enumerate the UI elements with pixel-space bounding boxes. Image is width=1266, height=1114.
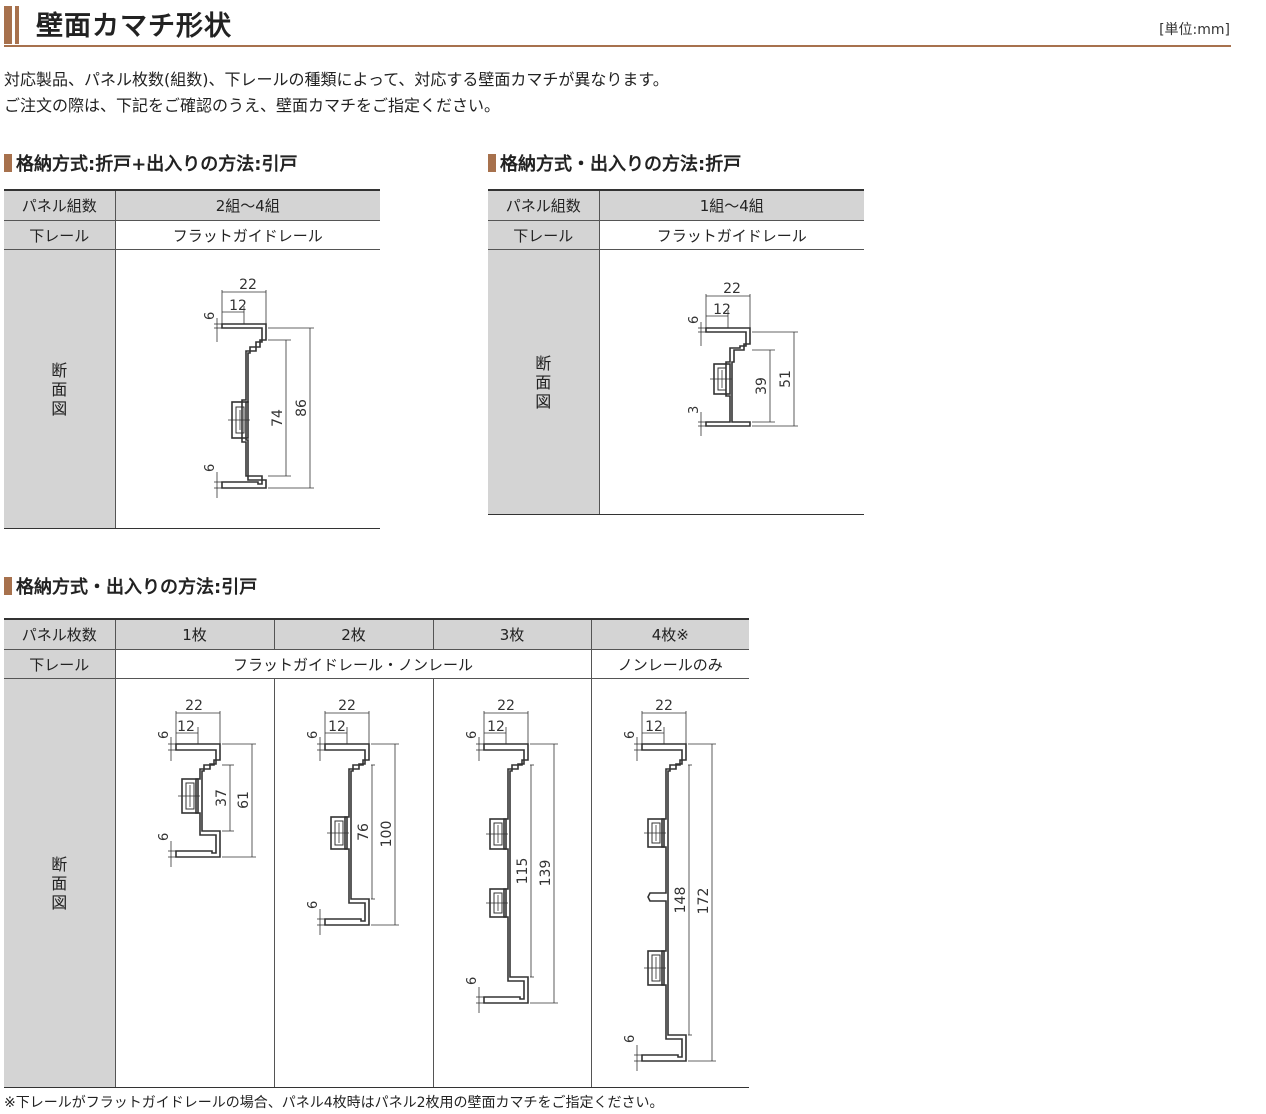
cross-section-label: 断面図 — [51, 854, 68, 912]
intro-line-2: ご注文の際は、下記をご確認のうえ、壁面カマチをご指定ください。 — [4, 96, 501, 115]
section1-table: パネル組数 2組〜4組 下レール フラットガイドレール 断面図 22 — [4, 189, 380, 529]
dim-inner-height: 39 — [754, 377, 770, 395]
section2-title: 格納方式・出入りの方法:折戸 — [488, 150, 741, 176]
dim-thickness-top: 6 — [203, 312, 218, 320]
page-title: 壁面カマチ形状 — [36, 11, 232, 42]
bottom-rail-value-a: フラットガイドレール・ノンレール — [114, 649, 592, 679]
side-label-cell: 断面図 — [4, 678, 116, 1088]
section-marker — [4, 154, 12, 172]
cross-section-figure-2: 22 12 6 6 76 100 — [273, 678, 434, 1088]
dim-inner-height: 115 — [515, 858, 531, 885]
profile-61-svg: 22 12 6 6 37 61 — [157, 698, 256, 867]
dim-width-22: 22 — [655, 698, 673, 714]
section1-title: 格納方式:折戸+出入りの方法:引戸 — [4, 150, 297, 176]
bottom-rail-value-b: ノンレールのみ — [590, 649, 749, 679]
side-label-cell: 断面図 — [488, 249, 600, 515]
panel-count-1: 1枚 — [114, 618, 275, 650]
profile-100-svg: 22 12 6 6 76 100 — [306, 698, 399, 935]
profile-51-svg: 22 12 6 3 39 51 — [687, 281, 798, 436]
panel-sets-value: 2組〜4組 — [114, 189, 380, 221]
dim-thickness-bottom: 6 — [623, 1035, 638, 1043]
dim-thickness-bottom: 6 — [306, 901, 321, 909]
title-accent-bar-thin — [15, 6, 19, 44]
cross-section-figure: 22 12 6 6 74 86 — [114, 249, 380, 529]
profile-139-svg: 22 12 6 6 115 139 — [465, 698, 558, 1013]
section-marker — [488, 154, 496, 172]
dim-width-12: 12 — [177, 719, 195, 735]
section3-table: パネル枚数 1枚 2枚 3枚 4枚※ 下レール フラットガイドレール・ノンレール… — [4, 618, 749, 1088]
dim-thickness-bottom: 6 — [157, 833, 172, 841]
panel-count-4: 4枚※ — [590, 618, 749, 650]
title-accent-bar — [4, 6, 12, 44]
dim-outer-height: 86 — [294, 399, 310, 417]
cross-section-label: 断面図 — [51, 360, 68, 418]
dim-thickness-bottom: 6 — [465, 977, 480, 985]
cross-section-figure-3: 22 12 6 6 115 139 — [432, 678, 592, 1088]
section2-title-text: 格納方式・出入りの方法:折戸 — [500, 154, 742, 175]
dim-outer-height: 172 — [696, 888, 712, 915]
section3-title-text: 格納方式・出入りの方法:引戸 — [16, 577, 258, 598]
section1-title-text: 格納方式:折戸+出入りの方法:引戸 — [16, 154, 298, 175]
dim-outer-height: 61 — [236, 791, 252, 809]
dim-width-22: 22 — [239, 277, 257, 293]
dim-width-22: 22 — [185, 698, 203, 714]
cross-section-figure-4: 22 12 6 6 148 172 — [590, 678, 749, 1088]
dim-width-12: 12 — [645, 719, 663, 735]
dim-outer-height: 139 — [538, 860, 554, 887]
cross-section-figure: 22 12 6 3 39 51 — [598, 249, 864, 515]
dim-inner-height: 37 — [214, 789, 230, 807]
panel-sets-value: 1組〜4組 — [598, 189, 864, 221]
profile-172-svg: 22 12 6 6 148 172 — [623, 698, 716, 1071]
dim-outer-height: 100 — [379, 821, 395, 848]
dim-width-12: 12 — [229, 298, 247, 314]
dim-width-12: 12 — [713, 302, 731, 318]
dim-inner-height: 74 — [270, 409, 286, 427]
section-marker — [4, 577, 12, 595]
cross-section-label: 断面図 — [535, 353, 552, 411]
profile-86-svg: 22 12 6 6 74 86 — [203, 277, 314, 498]
unit-label: [単位:mm] — [1159, 22, 1230, 38]
row-label-bottom-rail: 下レール — [488, 220, 600, 250]
section2-table: パネル組数 1組〜4組 下レール フラットガイドレール 断面図 22 12 — [488, 189, 864, 515]
row-label-panel-count: パネル枚数 — [4, 618, 116, 650]
dim-width-12: 12 — [328, 719, 346, 735]
footnote: ※下レールがフラットガイドレールの場合、パネル4枚時はパネル2枚用の壁面カマチを… — [4, 1095, 664, 1111]
row-label-bottom-rail: 下レール — [4, 220, 116, 250]
dim-thickness-top: 6 — [687, 316, 702, 324]
title-underline — [4, 45, 1231, 47]
dim-thickness-top: 6 — [306, 731, 321, 739]
dim-thickness-top: 6 — [157, 731, 172, 739]
row-label-panel-sets: パネル組数 — [4, 189, 116, 221]
row-label-bottom-rail: 下レール — [4, 649, 116, 679]
bottom-rail-value: フラットガイドレール — [598, 220, 864, 250]
panel-count-2: 2枚 — [273, 618, 434, 650]
bottom-rail-value: フラットガイドレール — [114, 220, 380, 250]
dim-thickness-bottom: 6 — [203, 464, 218, 472]
dim-width-22: 22 — [723, 281, 741, 297]
cross-section-figure-1: 22 12 6 6 37 61 — [114, 678, 275, 1088]
panel-count-3: 3枚 — [432, 618, 592, 650]
dim-inner-height: 76 — [356, 823, 372, 841]
dim-inner-height: 148 — [673, 887, 689, 914]
dim-width-22: 22 — [497, 698, 515, 714]
dim-width-22: 22 — [338, 698, 356, 714]
dim-thickness-top: 6 — [465, 731, 480, 739]
dim-thickness-bottom: 3 — [687, 406, 702, 414]
dim-outer-height: 51 — [778, 370, 794, 388]
dim-thickness-top: 6 — [623, 731, 638, 739]
intro-line-1: 対応製品、パネル枚数(組数)、下レールの種類によって、対応する壁面カマチが異なり… — [4, 70, 669, 89]
dim-width-12: 12 — [487, 719, 505, 735]
section3-title: 格納方式・出入りの方法:引戸 — [4, 573, 257, 599]
side-label-cell: 断面図 — [4, 249, 116, 529]
row-label-panel-sets: パネル組数 — [488, 189, 600, 221]
